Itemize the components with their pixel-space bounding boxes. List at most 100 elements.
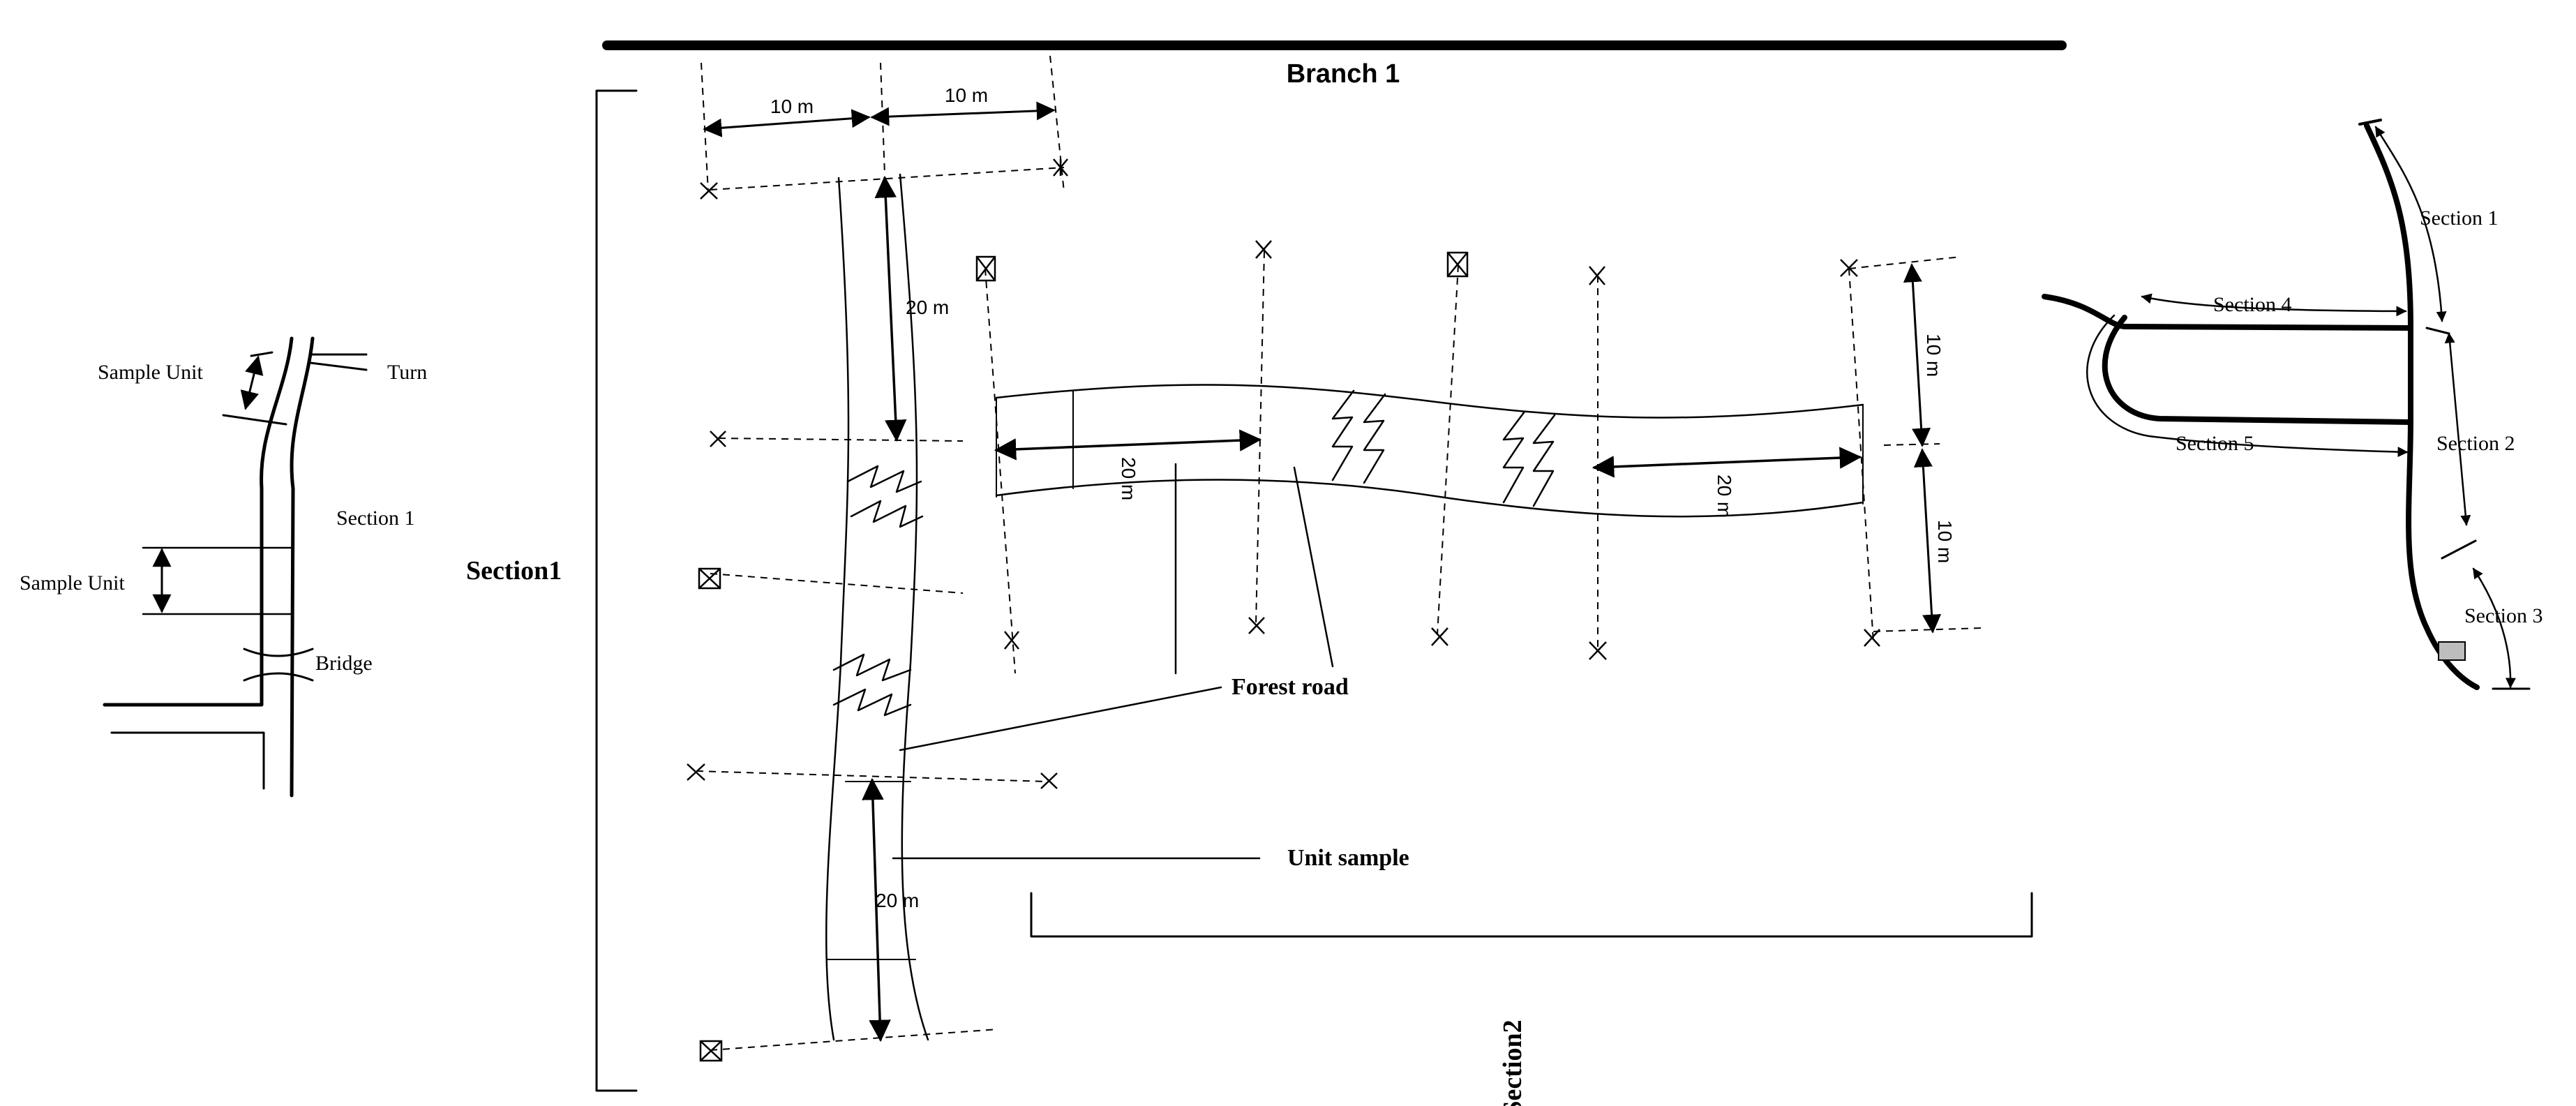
stake-x-marker: [1589, 641, 1607, 660]
section2-arrow: [2444, 332, 2471, 526]
left-section-label: Section 1: [336, 507, 415, 530]
section4-arrow: [2141, 293, 2407, 317]
stake-x-marker: [1864, 629, 1880, 647]
section5-branch: [2102, 315, 2413, 425]
sample-unit-mid-label: Sample Unit: [20, 571, 125, 595]
section5-arrow: [2086, 314, 2409, 458]
dash-left-bottom: [696, 770, 1047, 782]
left-inset: Sample Unit Turn Section 1 Sample Unit B…: [20, 336, 427, 798]
section1-arrow: [2374, 126, 2447, 322]
dim-vertical-top-arrow: [874, 175, 907, 442]
sample-unit-top-tick-2: [250, 351, 274, 357]
boxed-stake-marker: [698, 567, 721, 590]
section1-bracket: [595, 89, 638, 1092]
dim-top-right-arrow: [870, 101, 1056, 126]
dim-right-lower-arrow: [1913, 448, 1942, 634]
stake-x-marker: [710, 431, 726, 447]
right-section4-label: Section 4: [2213, 293, 2292, 316]
bridge-arc-bottom: [243, 672, 314, 682]
dash-left-end: [710, 1029, 998, 1051]
dash-top-cross: [710, 167, 1065, 190]
horizontal-road-top-edge: [995, 384, 1864, 419]
section2-bracket: [1030, 892, 2033, 938]
forest-road-leader-2: [1293, 466, 1334, 668]
dash-vert-mid-top: [880, 62, 885, 175]
stake-x-marker: [700, 182, 718, 200]
stake-x-marker: [1431, 627, 1448, 646]
zigzag-h2a: [1502, 410, 1526, 504]
building-icon: [2438, 641, 2466, 661]
vertical-road-left-edge: [825, 177, 850, 1041]
sample-unit-top-arrow: [240, 355, 264, 410]
zigzag-v2a: [832, 653, 912, 682]
zigzag-v1a: [846, 465, 922, 493]
right-section1-label: Section 1: [2420, 207, 2499, 230]
dim-right-lower-label: 10 m: [1934, 520, 1956, 563]
section-divider-tick-2: [2441, 539, 2477, 560]
vertical-road-right-edge: [899, 173, 929, 1041]
left-road-inner-line: [290, 336, 315, 798]
dash-left-lower: [710, 573, 964, 594]
boxed-markers: [698, 159, 1469, 1062]
right-section5-label: Section 5: [2176, 432, 2254, 455]
dim-right-upper-arrow: [1903, 263, 1931, 447]
main-diagram: Branch 1 Section1 Section2: [466, 40, 2067, 1106]
forest-road-leader-3: [899, 686, 1222, 752]
zigzag-v1b: [850, 500, 924, 528]
dim-horizontal-right-label: 20 m: [1714, 474, 1735, 518]
dim-horizontal-left-arrow: [994, 429, 1262, 461]
zigzag-h1a: [1331, 389, 1355, 481]
dash-right-mid: [1883, 443, 1940, 446]
stake-x-marker: [1248, 617, 1265, 634]
dash-left-mid: [718, 438, 964, 442]
stake-x-marker: [1004, 631, 1019, 650]
right-inset: Section 1 Section 4 Section 2 Section 5 …: [2042, 119, 2543, 690]
left-road-lower-outer: [103, 689, 264, 707]
branch-label: Branch 1: [1287, 59, 1400, 89]
stake-x-marker: [1255, 240, 1272, 259]
zigzag-h2b: [1532, 414, 1556, 507]
zigzag-v2b: [832, 688, 912, 717]
stake-markers: [687, 158, 1880, 789]
dash-vert-left-top: [701, 62, 709, 193]
right-section3-label: Section 3: [2464, 604, 2543, 627]
sample-unit-top-tick: [222, 414, 287, 426]
bridge-label: Bridge: [315, 652, 373, 675]
stake-x-marker: [1040, 772, 1058, 789]
stake-x-marker: [1840, 259, 1858, 277]
unit-sample-label: Unit sample: [1287, 845, 1409, 871]
boxed-stake-marker: [975, 255, 996, 282]
dim-vertical-bottom-arrow: [862, 777, 891, 1043]
sample-unit-top-label: Sample Unit: [98, 361, 203, 384]
dim-top-left-label: 10 m: [770, 96, 814, 117]
dim-right-upper-label: 10 m: [1923, 334, 1945, 377]
turn-line-2: [309, 361, 368, 371]
turn-label: Turn: [387, 361, 427, 384]
zigzag-h1b: [1363, 393, 1386, 484]
dim-horizontal-right-arrow: [1592, 447, 1862, 478]
right-road-top-cap: [2358, 119, 2382, 126]
forest-road-label: Forest road: [1231, 674, 1349, 700]
section-divider-tick: [2425, 327, 2450, 335]
stake-x-marker: [1589, 266, 1605, 285]
dash-h-post-2: [1255, 251, 1265, 625]
section3-arrow: [2472, 567, 2516, 689]
boxed-stake-marker: [699, 1040, 723, 1062]
section2-label: Section2: [1498, 1019, 1527, 1106]
section4-branch: [2042, 294, 2413, 331]
dash-h-post-1: [984, 268, 1016, 674]
horizontal-road-bottom-edge: [995, 479, 1864, 518]
dash-h-post-5: [1848, 268, 1874, 643]
left-road-outer-line: [260, 336, 294, 693]
dim-horizontal-left-label: 20 m: [1118, 457, 1139, 500]
boxed-stake-marker: [1446, 251, 1469, 278]
dim-vertical-top-label: 20 m: [906, 297, 949, 318]
dash-h-post-3: [1437, 264, 1459, 636]
right-section2-label: Section 2: [2436, 432, 2515, 455]
dim-top-left-arrow: [703, 109, 871, 137]
section1-label: Section1: [466, 556, 562, 585]
dash-right-top: [1848, 256, 1961, 269]
bridge-arc-top: [243, 648, 314, 657]
dim-vertical-bottom-label: 20 m: [876, 890, 919, 911]
